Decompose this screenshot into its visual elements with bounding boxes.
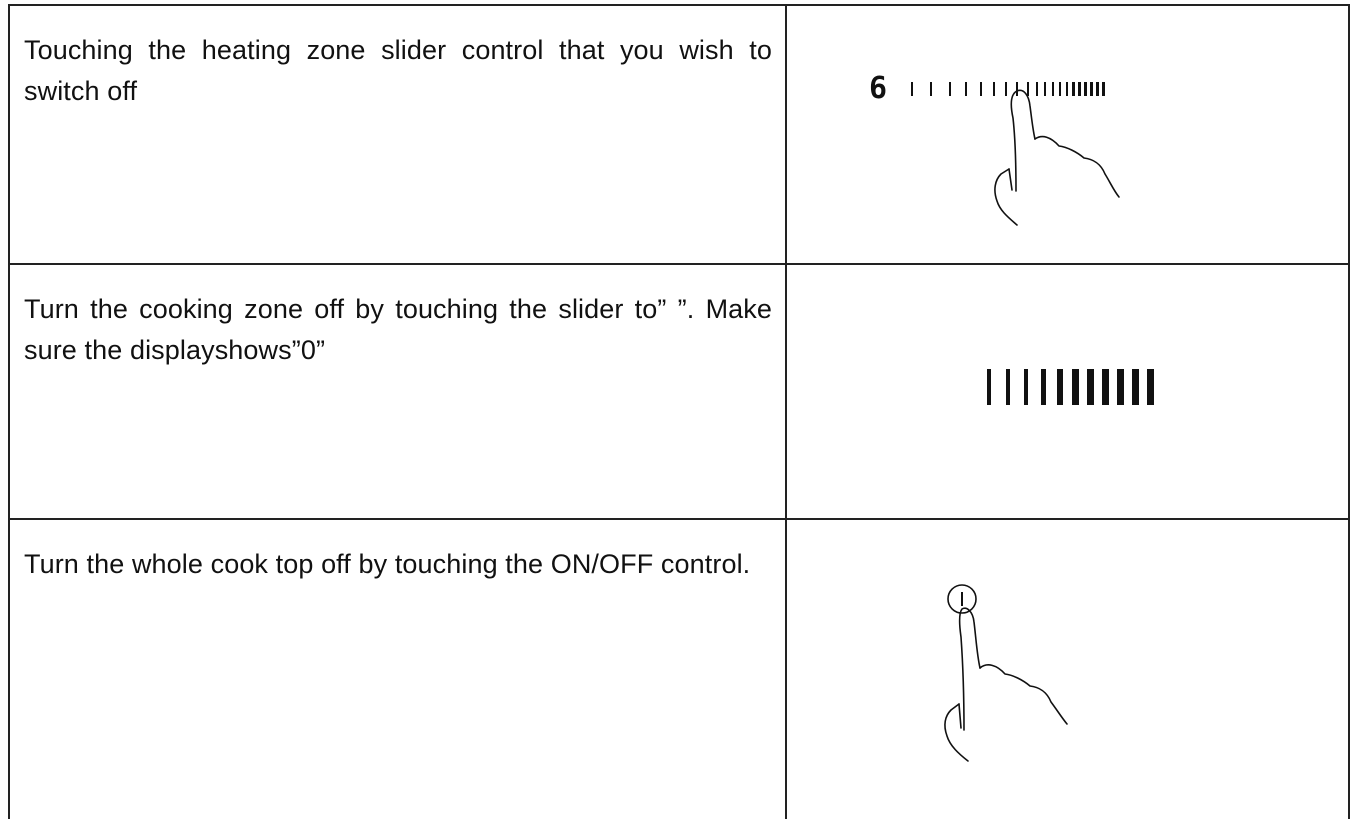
slider-with-finger-illustration: 6 [787,6,1348,263]
instruction-table: Touching the heating zone slider control… [8,4,1350,819]
slider-bars-illustration [787,265,1348,518]
figure-cell: 6 [787,6,1348,263]
pointing-finger-icon [945,608,1067,761]
figure-cell [787,520,1348,819]
table-row: Touching the heating zone slider control… [8,6,1350,265]
table-border-right [1348,265,1350,518]
figure-cell [787,265,1348,518]
instruction-text: Turn the cooking zone off by touching th… [24,289,772,371]
instruction-text: Touching the heating zone slider control… [24,30,772,112]
slider-ticks [987,369,1154,405]
table-border-left [8,6,10,263]
instruction-text: Turn the whole cook top off by touching … [24,544,772,585]
display-digit: 6 [869,71,887,106]
table-border-right [1348,520,1350,819]
table-border-left [8,520,10,819]
table-border-right [1348,6,1350,263]
table-row: Turn the cooking zone off by touching th… [8,265,1350,520]
on-off-finger-illustration [787,520,1348,819]
table-row: Turn the whole cook top off by touching … [8,520,1350,819]
table-border-left [8,265,10,518]
slider-ticks [911,82,1105,96]
pointing-finger-icon [995,90,1119,225]
